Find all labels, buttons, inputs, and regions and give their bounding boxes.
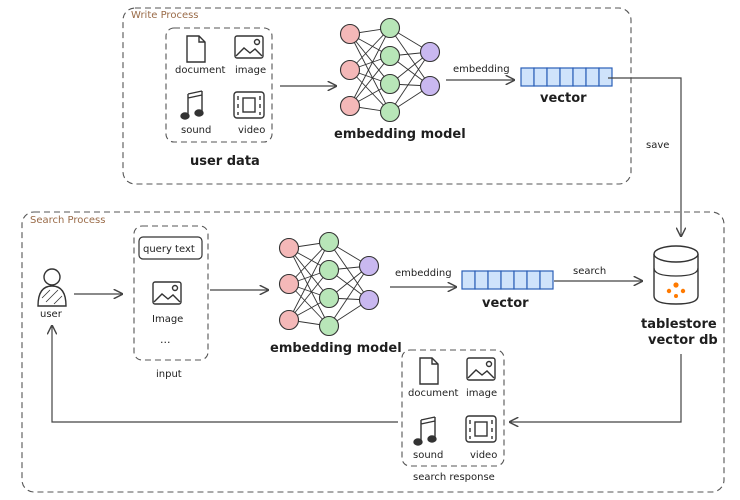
user-data-label: user data xyxy=(190,154,260,169)
search-vector-label: vector xyxy=(482,296,529,311)
vector-cell xyxy=(546,67,561,87)
response-video-label: video xyxy=(470,450,497,461)
write-embedding-network xyxy=(339,17,441,123)
network-edge xyxy=(349,27,391,107)
search-embedding-network xyxy=(278,231,380,337)
db-label-line1: tablestore xyxy=(641,317,717,332)
network-edge xyxy=(328,241,370,301)
search-response-label: search response xyxy=(413,472,495,483)
output-node xyxy=(419,75,441,97)
write-process-title: Write Process xyxy=(131,10,199,21)
vector-cell xyxy=(598,67,613,87)
user-icon xyxy=(37,268,67,307)
output-node xyxy=(358,289,380,311)
network-edge xyxy=(349,33,391,113)
input-node xyxy=(339,23,361,45)
search-process-title: Search Process xyxy=(30,215,105,226)
arrow-response-to-user xyxy=(52,326,398,423)
input-image-icon xyxy=(152,281,182,305)
response-image-label: image xyxy=(466,388,497,399)
vector-cell xyxy=(559,67,574,87)
vector-cell xyxy=(572,67,587,87)
response-image-icon xyxy=(466,357,496,381)
hidden-node xyxy=(318,231,340,253)
tablestore-logo-icon xyxy=(666,282,686,298)
hidden-node xyxy=(379,45,401,67)
search-vector xyxy=(461,270,554,290)
input-node xyxy=(278,273,300,295)
vector-cell xyxy=(533,67,548,87)
vector-cell xyxy=(539,270,554,290)
search-label: search xyxy=(573,266,606,277)
output-node xyxy=(419,41,441,63)
network-edge xyxy=(349,55,391,107)
network-edge xyxy=(389,51,431,113)
input-label: input xyxy=(156,369,182,380)
db-label-line2: vector db xyxy=(648,333,718,348)
arrow-save xyxy=(608,77,681,236)
hidden-node xyxy=(379,101,401,123)
vector-cell xyxy=(487,270,502,290)
arrow-db-to-response xyxy=(510,354,682,422)
search-process-frame xyxy=(21,211,725,493)
vector-cell xyxy=(474,270,489,290)
hidden-node xyxy=(318,259,340,281)
input-node xyxy=(339,59,361,81)
image-label: image xyxy=(235,65,266,76)
document-icon xyxy=(186,35,206,63)
input-node xyxy=(278,237,300,259)
hidden-node xyxy=(318,287,340,309)
video-icon xyxy=(233,91,265,119)
hidden-node xyxy=(318,315,340,337)
video-label: video xyxy=(238,125,265,136)
response-document-icon xyxy=(419,357,439,385)
database-icon xyxy=(653,245,699,305)
write-vector-label: vector xyxy=(540,91,587,106)
query-text-box xyxy=(138,236,203,260)
network-edge xyxy=(288,269,330,321)
music-note-icon xyxy=(180,90,204,120)
search-response-group xyxy=(401,349,505,467)
sound-label: sound xyxy=(181,125,211,136)
network-edge xyxy=(288,241,330,321)
input-ellipsis: ... xyxy=(160,333,171,346)
network-edge xyxy=(389,27,431,87)
write-process-frame xyxy=(122,7,632,185)
vector-cell xyxy=(500,270,515,290)
network-edge xyxy=(288,247,330,327)
output-node xyxy=(358,255,380,277)
vector-cell xyxy=(461,270,476,290)
response-sound-label: sound xyxy=(413,450,443,461)
write-vector xyxy=(520,67,613,87)
vector-cell xyxy=(520,67,535,87)
vector-cell xyxy=(513,270,528,290)
search-embedding-label: embedding xyxy=(395,268,452,279)
input-group xyxy=(133,225,209,361)
hidden-node xyxy=(379,17,401,39)
vector-cell xyxy=(526,270,541,290)
input-node xyxy=(278,309,300,331)
write-embedding-label: embedding xyxy=(453,64,510,75)
network-edge xyxy=(349,33,391,85)
document-label: document xyxy=(175,65,226,76)
vector-cell xyxy=(585,67,600,87)
input-image-label: Image xyxy=(152,314,183,325)
response-video-icon xyxy=(465,415,497,443)
search-model-label: embedding model xyxy=(270,341,402,356)
save-label: save xyxy=(646,140,669,151)
network-edge xyxy=(328,265,370,327)
response-music-note-icon xyxy=(413,416,437,446)
write-model-label: embedding model xyxy=(334,127,466,142)
hidden-node xyxy=(379,73,401,95)
input-node xyxy=(339,95,361,117)
user-data-group xyxy=(165,27,273,143)
image-icon xyxy=(234,35,264,59)
response-document-label: document xyxy=(408,388,459,399)
query-text-label: query text xyxy=(143,244,195,255)
user-label: user xyxy=(40,309,63,320)
network-edge xyxy=(288,247,330,299)
